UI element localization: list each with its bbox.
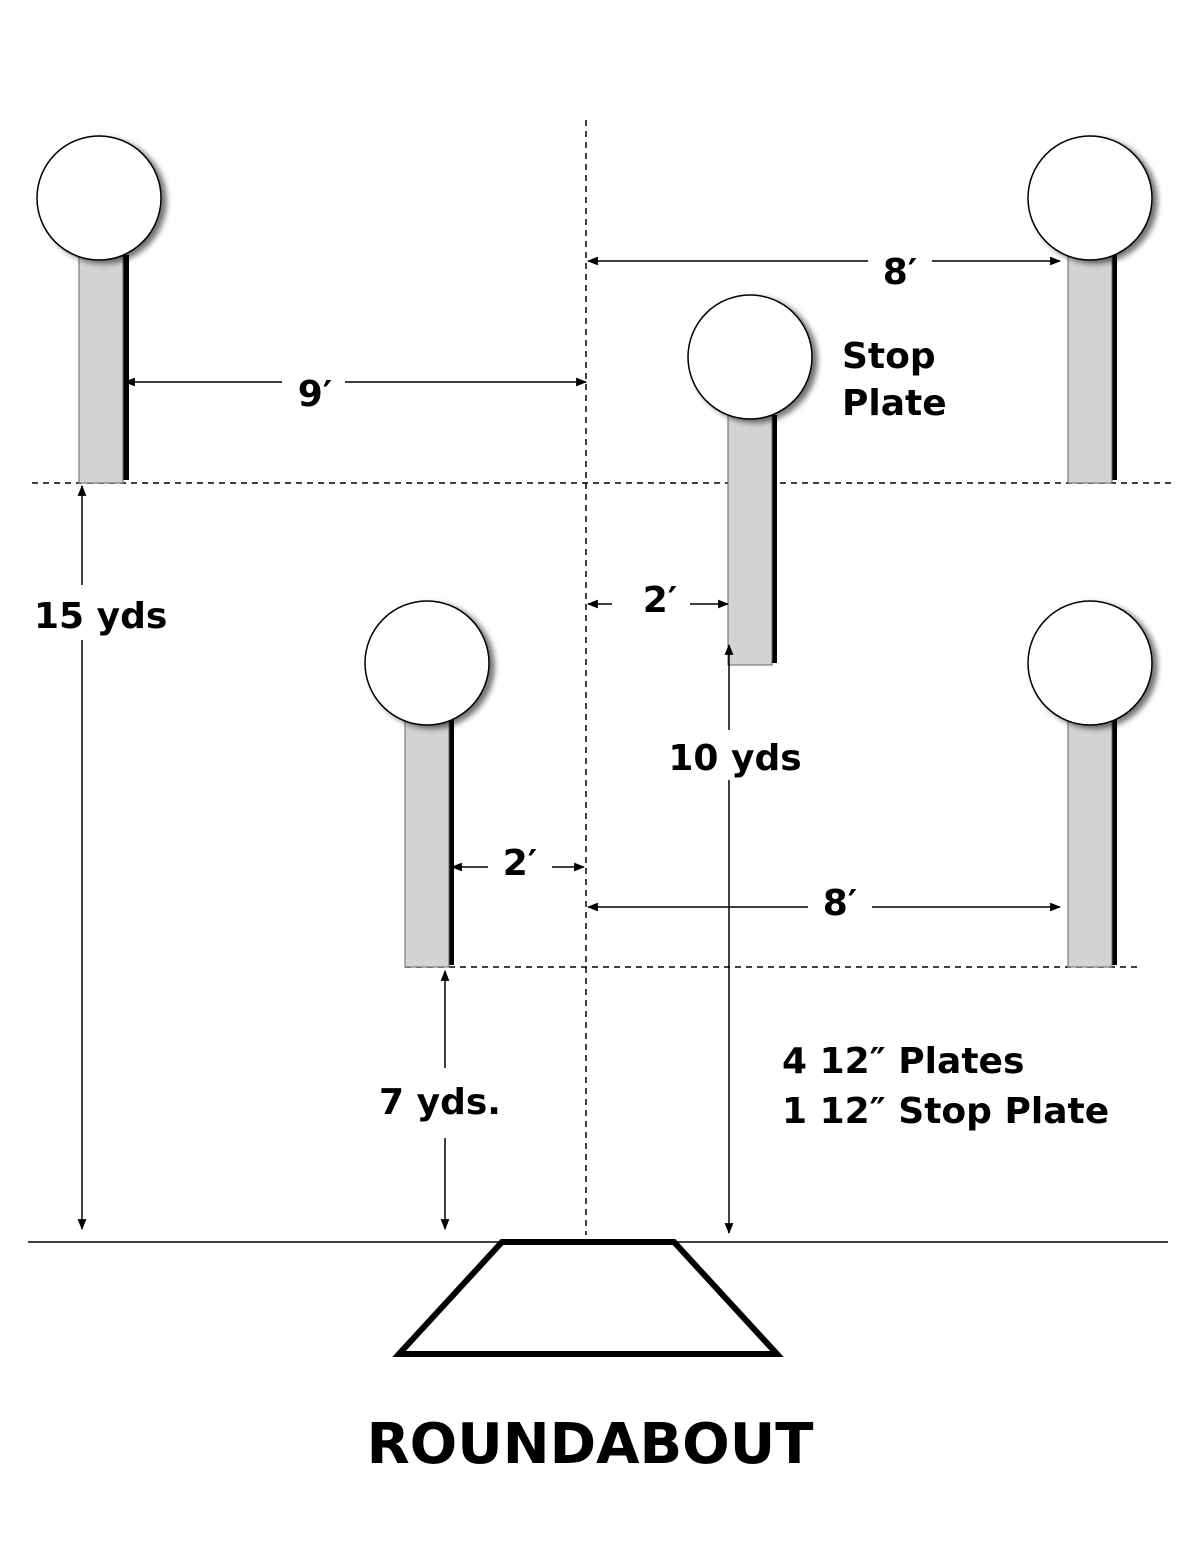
stop-plate-label-line2: Plate xyxy=(842,383,947,424)
dim-15yds: 15 yds xyxy=(34,484,167,1231)
dim-near-2ft: 2′ xyxy=(450,843,586,884)
target-stop-plate xyxy=(687,294,813,666)
target-near-left xyxy=(364,600,490,968)
legend-plates: 4 12″ Plates xyxy=(782,1041,1024,1082)
dim-9ft-label: 9′ xyxy=(298,374,333,415)
dim-stop-2ft-label: 2′ xyxy=(643,580,678,621)
target-far-left xyxy=(36,135,162,484)
dim-top-8ft: 8′ xyxy=(586,252,1062,293)
dim-10yds: 10 yds xyxy=(668,643,802,1235)
legend-stop-plate: 1 12″ Stop Plate xyxy=(782,1091,1109,1132)
dim-15yds-label: 15 yds xyxy=(34,596,167,637)
shooting-box xyxy=(392,1239,784,1357)
dim-stop-2ft: 2′ xyxy=(586,580,730,621)
target-far-right xyxy=(1027,135,1153,484)
dim-near-8ft-label: 8′ xyxy=(823,883,858,924)
target-near-right xyxy=(1027,600,1153,968)
dim-7yds: 7 yds. xyxy=(379,969,501,1231)
stage-title: ROUNDABOUT xyxy=(367,1412,814,1477)
dim-7yds-label: 7 yds. xyxy=(379,1082,501,1123)
dim-10yds-label: 10 yds xyxy=(668,738,801,779)
dim-9ft: 9′ xyxy=(123,374,588,415)
stop-plate-label-line1: Stop xyxy=(842,336,936,377)
dim-near-8ft: 8′ xyxy=(586,883,1062,924)
dim-top-8ft-label: 8′ xyxy=(883,252,918,293)
dim-near-2ft-label: 2′ xyxy=(503,843,538,884)
